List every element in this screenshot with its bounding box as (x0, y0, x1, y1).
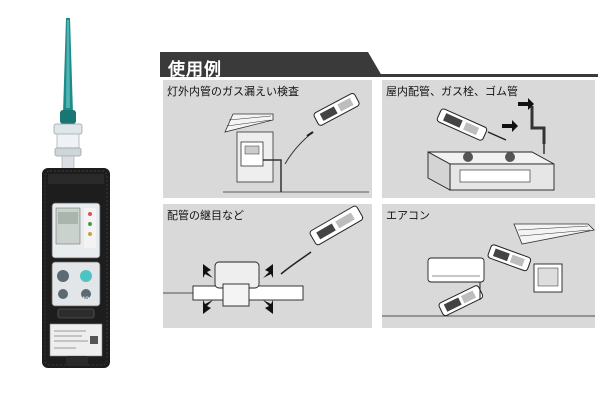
usage-panel-pipe-joints: 配管の継目など (163, 204, 372, 328)
outdoor-pipe-illustration (223, 92, 369, 193)
usage-panel-air-conditioner: エアコン (382, 204, 595, 328)
panel-label: 屋内配管、ガス栓、ゴム管 (386, 85, 518, 98)
panel-label: エアコン (386, 209, 430, 222)
usage-examples-section: 使用例 灯外内管のガス漏えい検査 (160, 52, 598, 334)
panel-label: 灯外内管のガス漏えい検査 (167, 85, 299, 98)
usage-panel-indoor-piping: 屋内配管、ガス栓、ゴム管 (382, 80, 595, 198)
usage-panel-outdoor-pipe: 灯外内管のガス漏えい検査 (163, 80, 372, 198)
brand-label: COSMOS (69, 297, 93, 302)
gas-stove-illustration (427, 98, 555, 191)
usage-header: 使用例 (160, 52, 598, 80)
gas-detector-image: COSMOS (36, 18, 126, 368)
panel-label: 配管の継目など (167, 209, 244, 222)
air-conditioner-illustration (382, 223, 595, 317)
pipe-joint-illustration (163, 205, 364, 314)
usage-title: 使用例 (168, 60, 222, 80)
